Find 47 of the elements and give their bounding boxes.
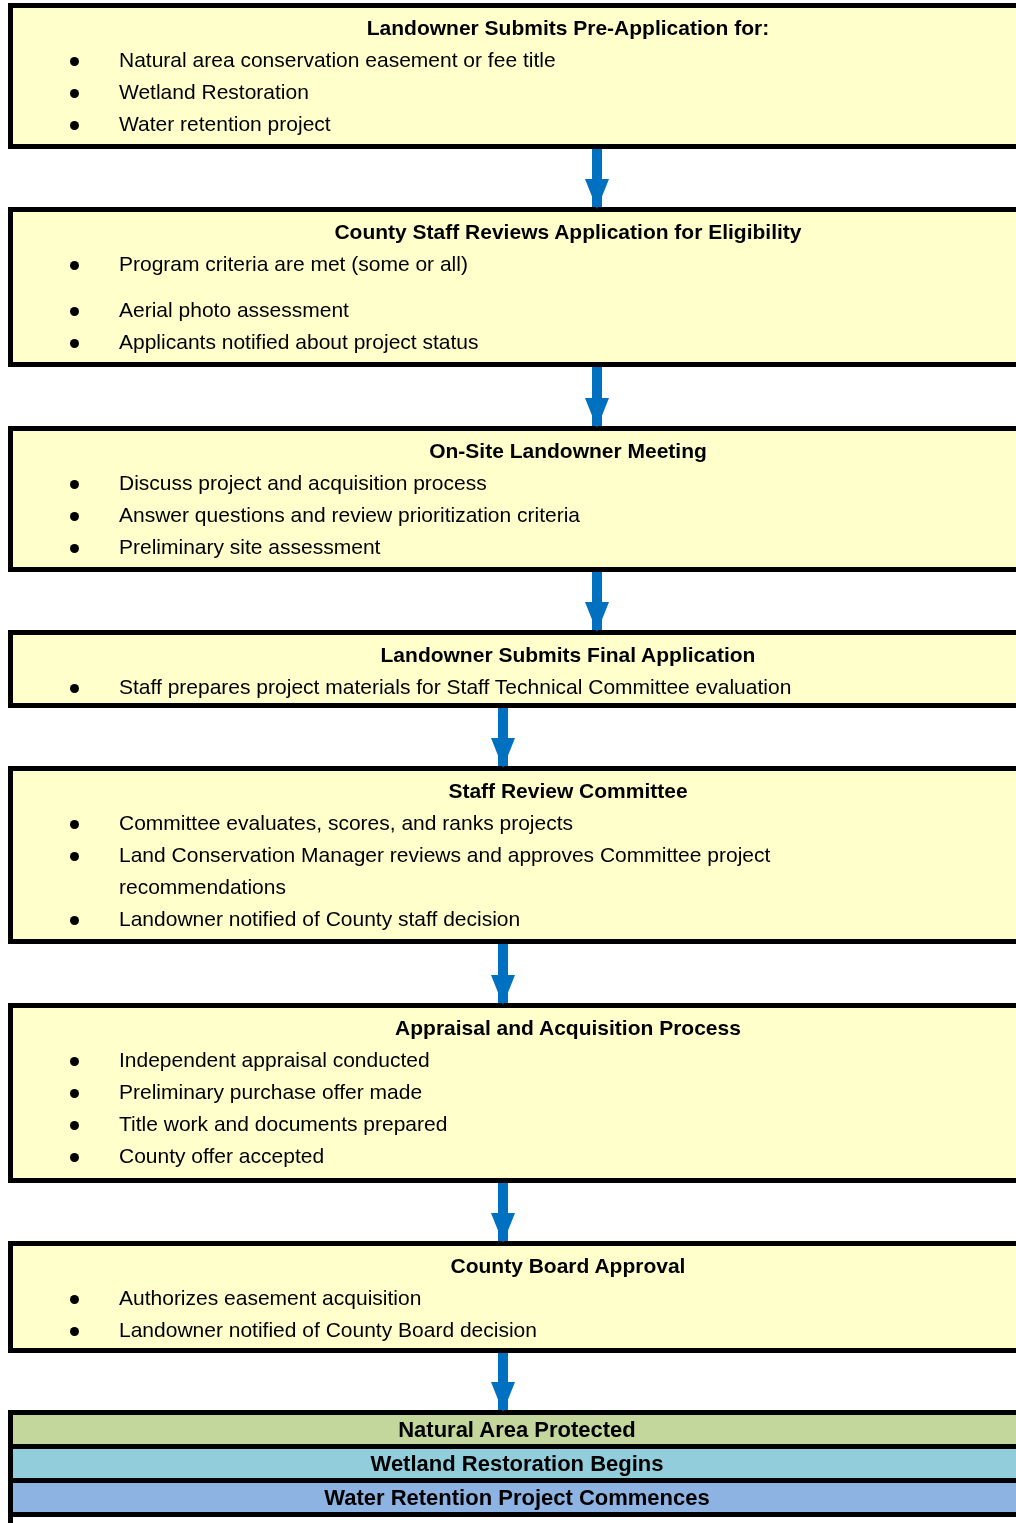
bullet-text: Independent appraisal conducted [119, 1047, 431, 1073]
process-box [8, 426, 1016, 572]
bullet-text: Wetland Restoration [119, 79, 310, 105]
band-title: Water Retention Project Commences [324, 1484, 710, 1512]
result-box [8, 1410, 1016, 1523]
step-title: Landowner Submits Final Application [380, 642, 756, 668]
band-title: Wetland Restoration Begins [370, 1450, 664, 1478]
bullet-text: Land Conservation Manager reviews and approves Committee project recommendations [119, 842, 772, 900]
arrow [585, 367, 609, 428]
arrow [491, 708, 515, 768]
process-box [8, 1241, 1016, 1353]
bullet-text: Landowner notified of County staff decision [119, 906, 522, 932]
bullet-text: Staff prepares project materials for Staff Technical Committee evaluation [119, 674, 793, 700]
step-title: On-Site Landowner Meeting [429, 438, 707, 464]
step-title: County Staff Reviews Application for Eligibility [334, 219, 802, 245]
result-band [13, 1449, 1016, 1483]
arrow [491, 944, 515, 1005]
process-box [8, 1003, 1016, 1183]
bullet-text: Program criteria are met (some or all) [119, 251, 469, 277]
bullet-text: County offer accepted [119, 1143, 326, 1169]
step-title: County Board Approval [450, 1253, 686, 1279]
process-box [8, 207, 1016, 367]
process-box [8, 630, 1016, 708]
bullet-text: Landowner notified of County Board decision [119, 1317, 538, 1343]
process-box [8, 3, 1016, 149]
step-title: Staff Review Committee [448, 778, 688, 804]
bullet-text: Answer questions and review prioritization criteria [119, 502, 582, 528]
band-title: Natural Area Protected [398, 1416, 636, 1444]
arrow [491, 1183, 515, 1243]
arrow [585, 149, 609, 209]
bullet-text: Applicants notified about project status [119, 329, 480, 355]
result-band [13, 1415, 1016, 1449]
bullet-text: Title work and documents prepared [119, 1111, 449, 1137]
arrow [585, 572, 609, 632]
bullet-text: Committee evaluates, scores, and ranks projects [119, 810, 575, 836]
process-box [8, 766, 1016, 944]
bullet-text: Water retention project [119, 111, 332, 137]
result-band [13, 1483, 1016, 1517]
bullet-text: Natural area conservation easement or fee title [119, 47, 557, 73]
step-title: Landowner Submits Pre-Application for: [366, 15, 770, 41]
arrow [491, 1353, 515, 1412]
bullet-text: Aerial photo assessment [119, 297, 350, 323]
bullet-text: Preliminary purchase offer made [119, 1079, 424, 1105]
bullet-text: Preliminary site assessment [119, 534, 382, 560]
bullet-text: Discuss project and acquisition process [119, 470, 488, 496]
step-title: Appraisal and Acquisition Process [395, 1015, 741, 1041]
bullet-text: Authorizes easement acquisition [119, 1285, 423, 1311]
